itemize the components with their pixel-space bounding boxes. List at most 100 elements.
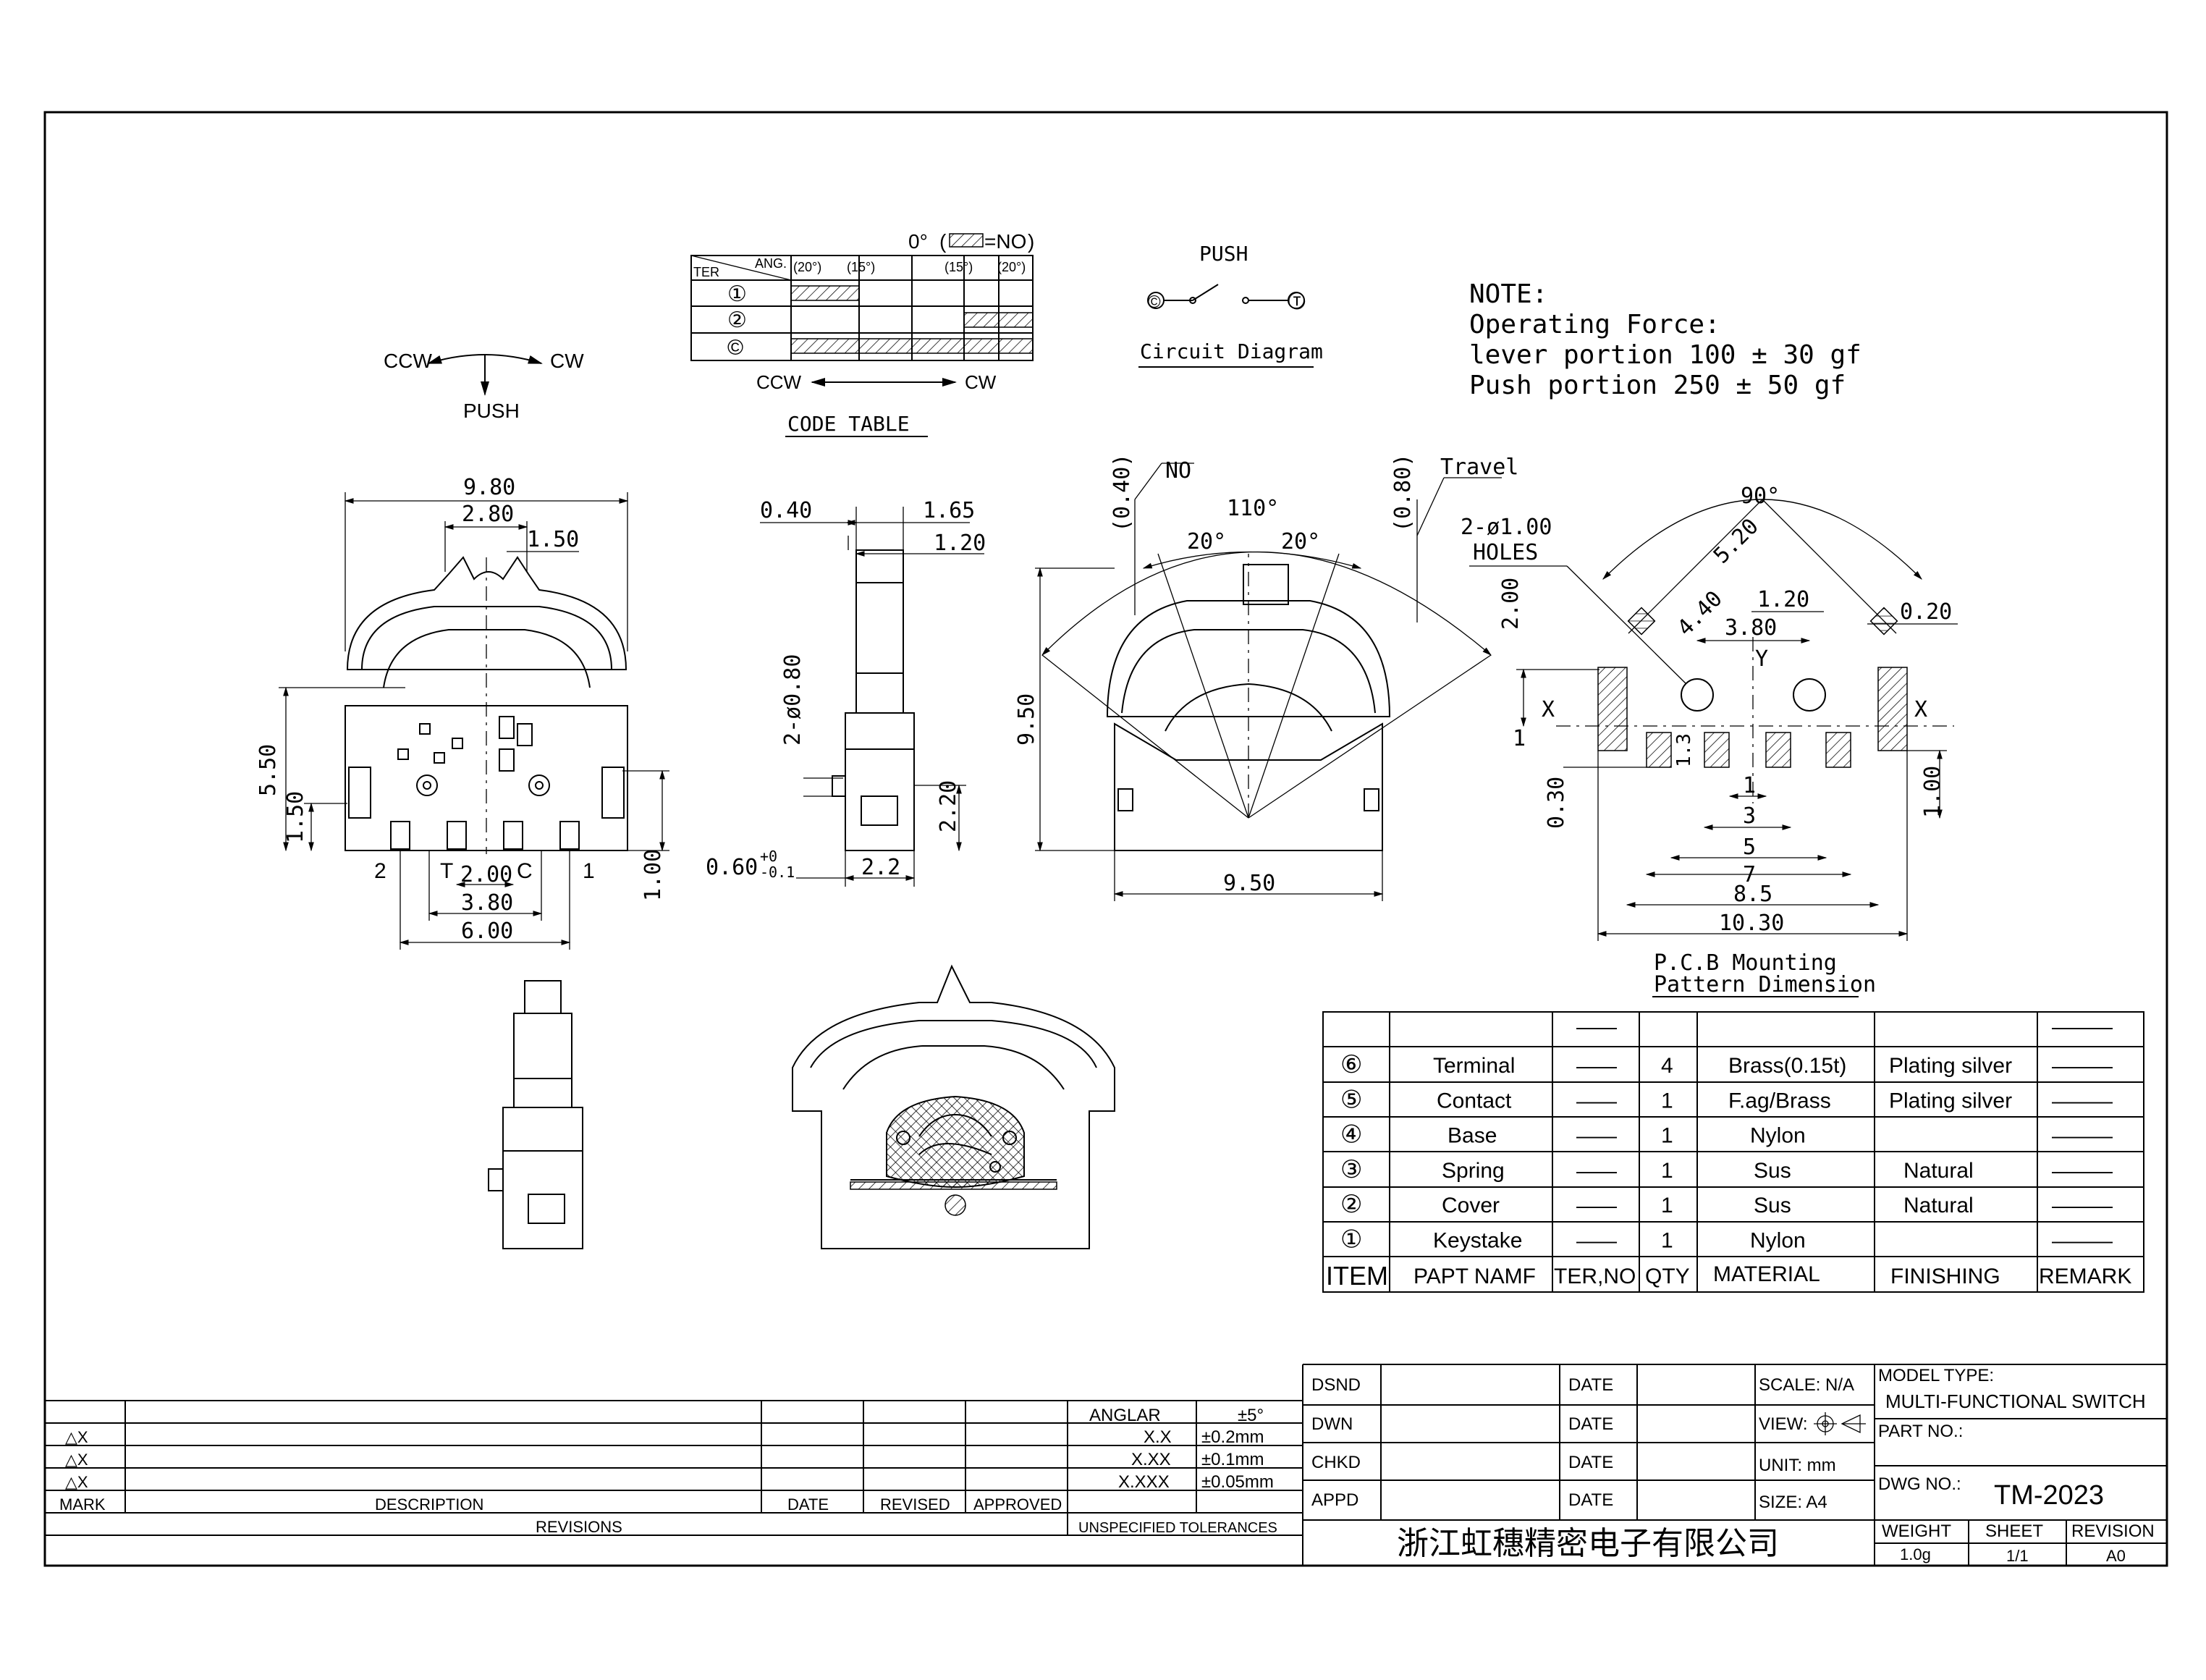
dim-2-00-pcb: 2.00 <box>1498 578 1524 630</box>
bom-qty-1: 1 <box>1661 1089 1673 1113</box>
dim-1-3: 1.3 <box>1673 733 1695 767</box>
revisions-table: △X △X △X MARK DESCRIPTION DATE REVISED A… <box>45 1400 1303 1536</box>
note-line2: lever portion 100 ± 30 gf <box>1469 340 1861 370</box>
tb-scale: SCALE: N/A <box>1759 1375 1854 1395</box>
axis-x-right: X <box>1914 697 1927 722</box>
tol-label-1: X.X <box>1144 1427 1172 1447</box>
note-line3: Push portion 250 ± 50 gf <box>1469 371 1846 400</box>
dim-3-pitch: 3 <box>1743 803 1756 829</box>
dim-1-20: 1.20 <box>934 531 986 556</box>
bom-num-0: ⑥ <box>1340 1051 1362 1079</box>
bom-name-4: Cover <box>1442 1194 1500 1217</box>
row-1: ① <box>727 282 747 306</box>
bom-ter-4: —— <box>1576 1194 1617 1217</box>
pcb-title-line2: Pattern Dimension <box>1654 972 1876 997</box>
dim-0-30: 0.30 <box>1544 777 1569 829</box>
title-block: DSND DWN CHKD APPD DATE DATE DATE DATE S… <box>1302 1364 2167 1566</box>
bom-remark-1: ——— <box>2052 1089 2113 1112</box>
dim-2-2: 2.2 <box>861 855 900 880</box>
header-ang: ANG. <box>755 256 787 271</box>
legend-hatch-icon <box>949 233 984 248</box>
bom-ter-2: —— <box>1576 1125 1617 1147</box>
bom-qty-3: 1 <box>1661 1159 1673 1183</box>
tolerances-table: ANGLAR ±5° X.X ±0.2mm X.XX ±0.1mm X.XXX … <box>1078 1406 1277 1536</box>
tol-value-3: ±0.05mm <box>1201 1472 1274 1492</box>
bom-remark-2: ——— <box>2052 1125 2113 1147</box>
code-table-title: CODE TABLE <box>787 412 910 436</box>
terminal-t: T <box>440 859 453 883</box>
terminal-1: 1 <box>583 859 595 883</box>
bom-finishing-3: Natural <box>1903 1159 1974 1183</box>
tb-dwg-no-label: DWG NO.: <box>1878 1474 1961 1494</box>
tol-value-1: ±0.2mm <box>1201 1427 1264 1447</box>
angle-view: 110° 20° 20° 9.50 9.50 (0.40) NO (0.80) … <box>1014 454 1518 901</box>
tb-date-4: DATE <box>1568 1490 1613 1510</box>
dim-0-20: 0.20 <box>1900 599 1952 625</box>
bom-qty-2: 1 <box>1661 1124 1673 1148</box>
tb-appd: APPD <box>1311 1490 1358 1510</box>
dim-1-pitch: 1 <box>1743 773 1756 798</box>
header-ter: TER <box>693 265 719 279</box>
tb-size: SIZE: A4 <box>1759 1493 1827 1512</box>
bom-remark-5: ——— <box>2052 1230 2113 1252</box>
bom-header-qty: QTY <box>1645 1265 1690 1288</box>
bom-name-2: Base <box>1448 1124 1497 1148</box>
bom-remark-3: ——— <box>2052 1160 2113 1182</box>
dim-1-65: 1.65 <box>923 498 975 523</box>
bom-header-item: ITEM <box>1326 1261 1388 1291</box>
dim-3-80-pcb: 3.80 <box>1725 615 1777 641</box>
angle-2: (15°) <box>944 260 973 274</box>
dim-1-20-pcb: 1.20 <box>1757 587 1809 612</box>
rev-mark-1: △X <box>65 1428 88 1446</box>
dim-5-50: 5.50 <box>255 744 281 796</box>
dim-20-deg-left: 20° <box>1187 529 1226 554</box>
angle-0: (20°) <box>793 260 821 274</box>
axis-x-left: X <box>1542 697 1555 722</box>
bom-num-1: ⑤ <box>1340 1086 1362 1113</box>
bom-num-2: ④ <box>1340 1121 1362 1149</box>
svg-text:(: ( <box>939 230 947 253</box>
tol-label-0: ANGLAR <box>1089 1406 1161 1425</box>
svg-text:): ) <box>1028 230 1034 253</box>
code-table-zero: 0° <box>908 230 928 253</box>
cross-section-view <box>792 964 1115 1249</box>
bom-num-4: ② <box>1340 1191 1362 1218</box>
rev-header-revisions: REVISIONS <box>536 1518 622 1536</box>
tb-part-no-label: PART NO.: <box>1878 1422 1963 1441</box>
dim-2-00: 2.00 <box>460 862 512 887</box>
bom-name-3: Spring <box>1442 1159 1505 1183</box>
bom-finishing-4: Natural <box>1903 1194 1974 1217</box>
dim-9-50-horizontal: 9.50 <box>1223 871 1275 896</box>
dim-3-80: 3.80 <box>461 890 513 916</box>
dim-9-50-vertical: 9.50 <box>1014 693 1039 746</box>
bom-material-4: Sus <box>1754 1194 1791 1217</box>
ccw-label: CCW <box>384 350 432 372</box>
bom-blank-remark: ——— <box>2052 1016 2113 1038</box>
row-2: ② <box>727 308 747 332</box>
tb-chkd: CHKD <box>1311 1453 1361 1472</box>
dim-5-20: 5.20 <box>1709 514 1764 569</box>
bom-material-1: F.ag/Brass <box>1728 1089 1831 1113</box>
bom-remark-0: ——— <box>2052 1055 2113 1077</box>
tb-sheet: 1/1 <box>2006 1547 2029 1565</box>
row-c: © <box>727 336 743 360</box>
label-travel: Travel <box>1440 455 1518 480</box>
tb-model-type: MULTI-FUNCTIONAL SWITCH <box>1885 1390 2146 1412</box>
tol-value-0: ±5° <box>1238 1406 1264 1425</box>
rev-header-date: DATE <box>787 1495 829 1514</box>
circuit-right-terminal: Ⓣ <box>1288 292 1306 312</box>
tb-revision: A0 <box>2106 1547 2126 1565</box>
tol-label-3: X.XXX <box>1118 1472 1170 1492</box>
tb-unit: UNIT: mm <box>1759 1456 1836 1475</box>
dim-2-20-vertical: 2.20 <box>936 780 961 832</box>
label-no: NO <box>1165 458 1191 484</box>
lower-side-view <box>488 980 583 1249</box>
dim-1-50-side: 1.50 <box>283 791 308 843</box>
cw-direction: CW <box>965 371 997 393</box>
dim-1-50-top: 1.50 <box>527 527 579 552</box>
bom-material-5: Nylon <box>1750 1229 1806 1253</box>
tb-weight: 1.0g <box>1900 1545 1931 1563</box>
